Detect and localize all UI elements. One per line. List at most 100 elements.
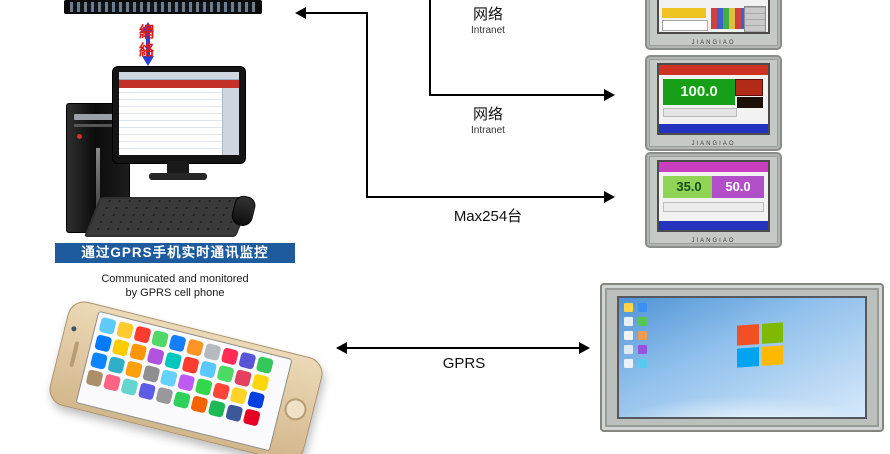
phone-home-button — [282, 395, 309, 423]
app-icon — [624, 359, 633, 368]
app-icon — [181, 356, 200, 375]
arrowhead-right-controller-bottom — [604, 191, 615, 203]
gprs-banner-caption-line2: by GPRS cell phone — [125, 287, 225, 299]
app-icon — [207, 399, 226, 418]
controller-top-icon-strip — [711, 8, 749, 29]
controller-middle-subbar — [663, 108, 737, 117]
label-intranet-top: 网络 Intranet — [440, 3, 536, 36]
app-icon — [624, 345, 633, 354]
controller-bottom-header — [659, 162, 768, 172]
app-icon — [98, 316, 117, 335]
arrowhead-gprs-left — [336, 342, 347, 354]
windows-logo-icon — [737, 322, 783, 368]
app-icon — [624, 317, 633, 326]
app-icon — [94, 334, 113, 353]
controller-brand: JIANGIAO — [691, 238, 736, 244]
controller-top-block-white — [662, 20, 708, 31]
app-icon — [155, 386, 174, 405]
network-link-label: 網絡 — [137, 24, 154, 60]
app-icon — [220, 347, 239, 366]
app-icon — [107, 356, 126, 375]
phone-camera-icon — [70, 325, 77, 332]
arrowhead-gprs-right — [579, 342, 590, 354]
app-icon — [233, 369, 253, 388]
app-icon — [129, 342, 148, 362]
monitor-app-table — [119, 88, 223, 155]
app-icon — [159, 369, 178, 388]
controller-middle-screen: 100.0 — [657, 63, 770, 135]
app-icon — [638, 345, 647, 354]
app-icon — [247, 390, 266, 410]
app-icon — [137, 382, 157, 401]
controller-brand: JIANGIAO — [691, 141, 736, 147]
app-icon — [146, 347, 165, 366]
gprs-banner-caption: Communicated and monitored by GPRS cell … — [55, 272, 295, 300]
app-icon — [255, 355, 274, 375]
arrowhead-right-controller-mid — [604, 89, 615, 101]
monitor-app-sidebar — [222, 88, 239, 155]
app-icon — [638, 331, 647, 340]
connector-vertical-2 — [429, 0, 431, 96]
network-switch — [64, 0, 262, 14]
app-icon — [203, 342, 222, 362]
arrowhead-left-switch — [295, 7, 306, 19]
app-icon — [115, 321, 135, 340]
app-icon — [624, 303, 633, 312]
touch-panel-screen — [617, 296, 867, 419]
network-link-arrow — [142, 22, 154, 66]
label-intranet-mid-cn: 网络 — [472, 106, 503, 123]
windows-tile-yellow — [761, 344, 783, 366]
label-intranet-mid: 网络 Intranet — [440, 103, 536, 136]
label-gprs: GPRS — [442, 355, 486, 372]
controller-bottom-right-value: 50.0 — [712, 176, 764, 198]
app-icon — [229, 386, 248, 405]
app-icon — [212, 382, 231, 401]
controller-bottom-screen: 35.0 50.0 — [657, 160, 770, 232]
label-intranet-mid-en: Intranet — [471, 125, 505, 136]
switch-ports — [70, 2, 256, 12]
app-icon — [133, 325, 152, 344]
app-icon — [242, 408, 261, 427]
app-icon — [85, 369, 104, 388]
app-icon — [177, 373, 196, 392]
connector-to-controller-bottom — [366, 196, 606, 198]
monitor-screen — [119, 72, 239, 155]
controller-bottom: 35.0 50.0 JIANGIAO — [645, 152, 782, 248]
controller-top: JIANGIAO — [645, 0, 782, 50]
controller-bottom-left-value: 35.0 — [663, 176, 715, 198]
controller-middle-seg-display — [737, 97, 763, 108]
controller-bottom-statusbar — [659, 221, 768, 230]
label-intranet-top-cn: 网络 — [472, 6, 503, 23]
app-icon — [120, 377, 139, 397]
app-icon — [194, 377, 213, 397]
app-icon — [168, 334, 187, 353]
monitor-app-toolbar — [119, 72, 239, 80]
connector-to-controller-mid — [429, 94, 605, 96]
gprs-banner-caption-line1: Communicated and monitored — [101, 273, 249, 285]
app-icon — [238, 351, 257, 370]
app-icon — [172, 390, 191, 410]
panel-swoosh — [619, 395, 865, 417]
app-icon — [638, 359, 647, 368]
connector-vertical-1 — [366, 12, 368, 198]
phone-earpiece — [69, 340, 80, 367]
label-intranet-top-en: Intranet — [471, 25, 505, 36]
controller-top-buttons — [744, 6, 766, 32]
power-button-icon — [77, 134, 82, 139]
label-max-units: Max254台 — [453, 208, 523, 225]
app-icon — [102, 373, 122, 392]
touch-panel-desktop-icons — [624, 303, 650, 368]
app-icon — [251, 373, 270, 392]
controller-bottom-midbar — [663, 202, 764, 212]
monitor-stand — [167, 161, 189, 174]
windows-tile-green — [761, 322, 783, 344]
app-icon — [216, 364, 235, 383]
tower-accent — [96, 148, 100, 214]
controller-top-screen — [657, 0, 770, 34]
keyboard — [83, 197, 253, 237]
app-icon — [150, 329, 170, 349]
app-icon — [89, 351, 109, 370]
windows-tile-blue — [737, 346, 759, 368]
app-icon — [638, 317, 647, 326]
